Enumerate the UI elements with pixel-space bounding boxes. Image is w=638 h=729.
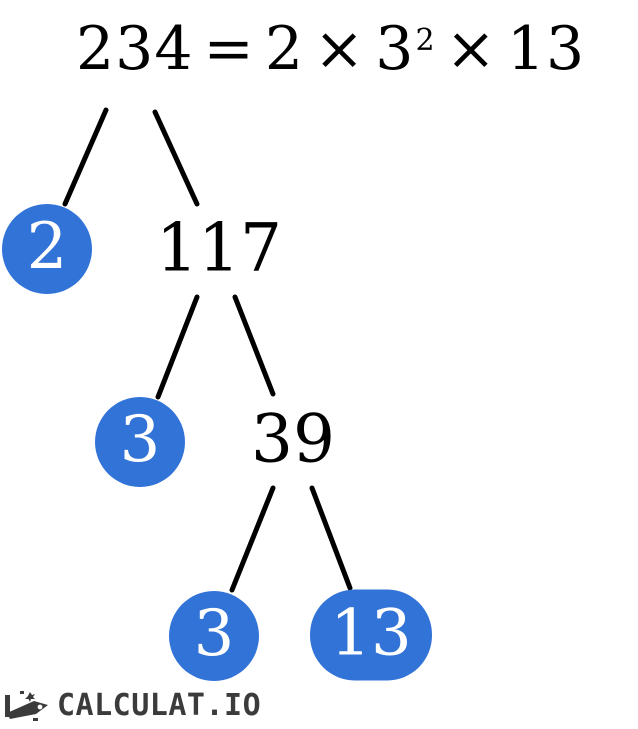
edge-39-13 — [309, 485, 353, 591]
composite-node-39: 39 — [251, 400, 335, 480]
prime-node-2: 2 — [2, 204, 92, 294]
equation-factor-13: 13 — [506, 14, 586, 84]
times-sign: × — [314, 14, 366, 84]
rocket-icon — [5, 691, 48, 721]
node-label: 117 — [156, 209, 282, 287]
prime-node-3: 3 — [95, 397, 185, 487]
equation-factor-2: 2 — [264, 14, 304, 84]
factor-exponent: 2 — [415, 23, 436, 59]
composite-node-117: 117 — [156, 209, 282, 289]
edge-234-2 — [62, 107, 109, 207]
prime-node-3b: 3 — [169, 591, 259, 681]
prime-node-13: 13 — [310, 589, 432, 681]
calculat-io-logo: CALCULAT.IO — [2, 688, 261, 724]
edge-234-117 — [152, 109, 200, 207]
factorization-equation: 234=2×32×13 — [76, 14, 585, 84]
node-label: 3 — [193, 597, 235, 671]
edge-117-39 — [232, 294, 276, 397]
logo-text: CALCULAT.IO — [57, 687, 262, 723]
node-label: 13 — [330, 596, 412, 670]
edge-117-3 — [155, 294, 200, 400]
node-label: 39 — [251, 400, 335, 478]
node-label: 3 — [119, 403, 161, 477]
equals-sign: = — [203, 14, 255, 84]
equation-factor-3-squared: 32 — [375, 14, 435, 84]
factor-base: 3 — [375, 14, 415, 84]
equation-lhs: 234 — [76, 14, 194, 84]
times-sign: × — [445, 14, 497, 84]
node-label: 2 — [26, 210, 68, 284]
edge-39-3 — [229, 485, 276, 593]
